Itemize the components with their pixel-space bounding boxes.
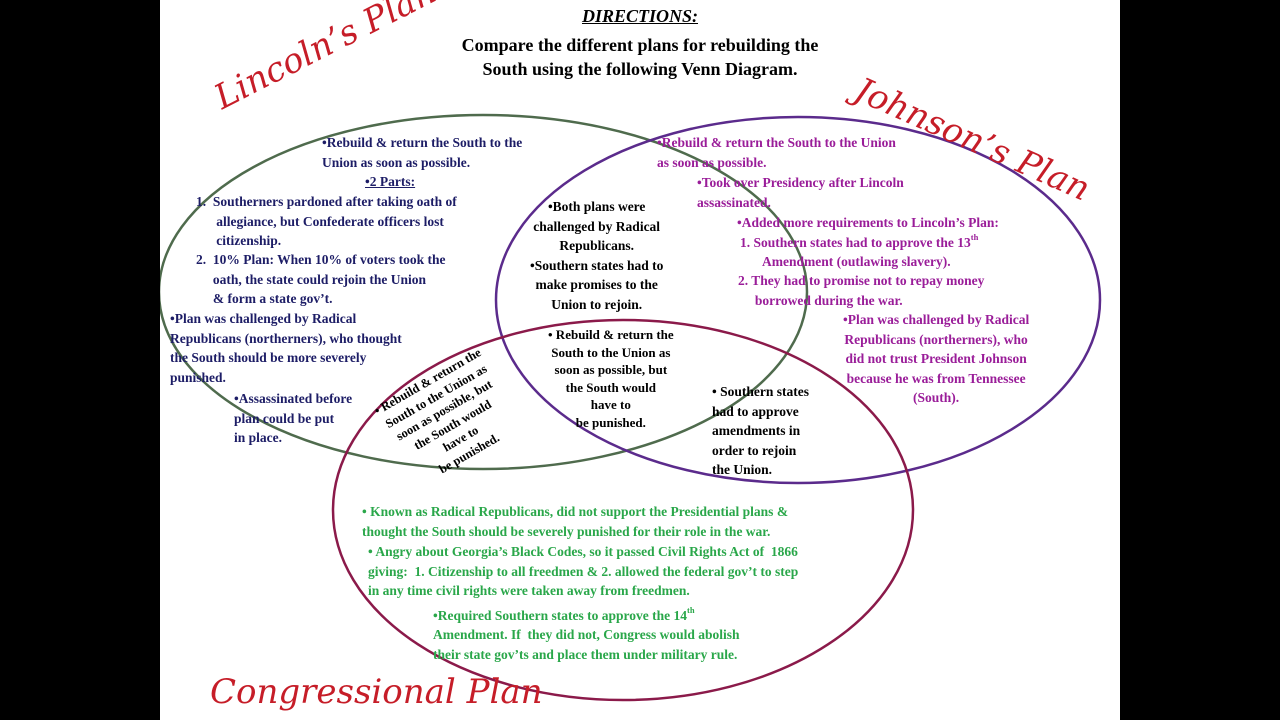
lincoln-part-1: 1. Southerners pardoned after taking oat… bbox=[196, 194, 457, 248]
lincoln-assassinated-text: •Assassinated before plan could be put i… bbox=[234, 391, 353, 445]
congressional-plan-label: Congressional Plan bbox=[210, 672, 543, 712]
congress-radical-text: • Known as Radical Republicans, did not … bbox=[362, 504, 789, 539]
venn-diagram bbox=[160, 113, 1102, 702]
johnson-circle bbox=[494, 115, 1102, 485]
johnson-requirement-1-cont: Amendment (outlawing slavery). bbox=[762, 254, 951, 269]
congress-required-cont: Amendment. If they did not, Congress wou… bbox=[433, 627, 740, 662]
directions-heading: DIRECTIONS: bbox=[581, 6, 699, 26]
congress-required-text: •Required Southern states to approve the… bbox=[433, 605, 695, 623]
congress-civil-rights-text: • Angry about Georgia’s Black Codes, so … bbox=[368, 544, 799, 598]
johnson-rebuild-text: •Rebuild & return the South to the Union… bbox=[657, 135, 896, 170]
johnson-requirement-2: 2. They had to promise not to repay mone… bbox=[738, 273, 985, 308]
directions-text: Compare the different plans for rebuildi… bbox=[461, 35, 819, 79]
slide: DIRECTIONS: Compare the different plans … bbox=[160, 0, 1120, 720]
lincoln-johnson-overlap-text: •Both plans were challenged by Radical R… bbox=[530, 199, 664, 312]
lincoln-parts-heading: •2 Parts: bbox=[365, 174, 416, 189]
johnson-congress-overlap-text: • Southern states had to approve amendme… bbox=[712, 384, 809, 477]
all-plans-overlap-text: • Rebuild & return the South to the Unio… bbox=[548, 327, 674, 430]
lincoln-circle bbox=[160, 113, 809, 471]
lincoln-rebuild-text: •Rebuild & return the South to the Union… bbox=[322, 135, 523, 170]
johnson-challenged-text: •Plan was challenged by Radical Republic… bbox=[843, 312, 1030, 405]
johnson-presidency-text: •Took over Presidency after Lincoln assa… bbox=[697, 175, 904, 210]
congress-circle bbox=[331, 318, 915, 702]
johnson-added-requirements: •Added more requirements to Lincoln’s Pl… bbox=[737, 215, 999, 230]
lincoln-challenged-text: •Plan was challenged by Radical Republic… bbox=[170, 311, 402, 385]
johnson-requirement-1: 1. Southern states had to approve the 13… bbox=[740, 232, 979, 250]
lincoln-part-2: 2. 10% Plan: When 10% of voters took the… bbox=[196, 252, 446, 306]
